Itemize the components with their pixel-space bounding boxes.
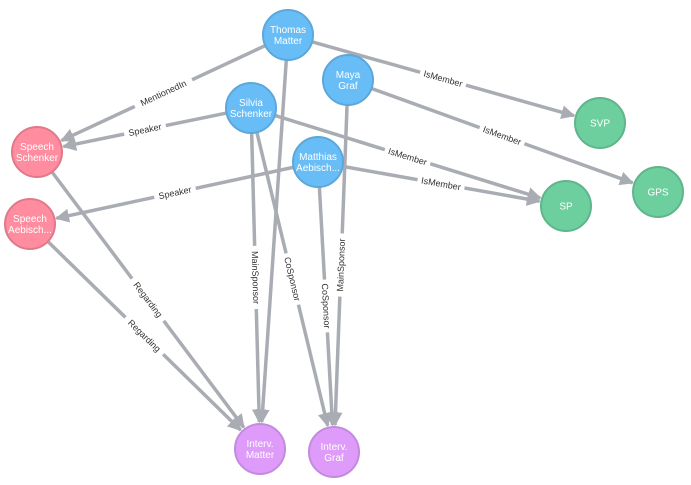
edge-label-background (121, 313, 168, 359)
edge-label-group: Speaker (152, 182, 197, 204)
node-speech-aebischer[interactable]: SpeechAebisch... (4, 198, 56, 250)
node-circle[interactable] (574, 97, 626, 149)
node-circle[interactable] (11, 126, 63, 178)
edge-label: IsMember (422, 68, 463, 88)
node-circle[interactable] (262, 9, 314, 61)
edge-label-group: IsMember (418, 66, 468, 91)
node-circle[interactable] (292, 136, 344, 188)
edge-label-background (333, 233, 349, 297)
edge-label-group: Speaker (123, 119, 167, 140)
edge-label-group: CoSponsor (318, 279, 334, 333)
edge-thomas-interv_matter[interactable] (255, 59, 289, 424)
edge-label-background (132, 74, 195, 112)
node-matthias[interactable]: MatthiasAebisch... (292, 136, 344, 188)
edge-label-group: IsMember (416, 173, 466, 194)
edge-label-background (152, 182, 197, 204)
edge-label-group: MainSponsor (248, 245, 263, 310)
edge-label: MainSponsor (250, 251, 261, 304)
node-circle[interactable] (234, 423, 286, 475)
edge-label: IsMember (482, 124, 523, 147)
node-circle[interactable] (308, 426, 360, 478)
node-gps[interactable]: GPS (632, 166, 684, 218)
edge-label-group: MainSponsor (333, 233, 349, 297)
edge-label-background (123, 119, 167, 140)
node-circle[interactable] (225, 82, 277, 134)
edge-label-background (418, 66, 468, 91)
edge-label-group: CoSponsor (280, 251, 305, 307)
edge-label-background (477, 121, 527, 150)
edge-label-group: IsMember (477, 121, 527, 150)
node-sp[interactable]: SP (540, 180, 592, 232)
node-circle[interactable] (322, 54, 374, 106)
edge-label: MainSponsor (335, 238, 347, 291)
edge-label: Regarding (126, 318, 163, 354)
edge-label-background (318, 279, 334, 333)
node-interv-matter[interactable]: Interv.Matter (234, 423, 286, 475)
edge-label: CoSponsor (282, 256, 302, 302)
edge-label: Regarding (131, 280, 164, 319)
node-svp[interactable]: SVP (574, 97, 626, 149)
node-interv-graf[interactable]: Interv.Graf (308, 426, 360, 478)
node-circle[interactable] (540, 180, 592, 232)
node-circle[interactable] (632, 166, 684, 218)
edge-label: CoSponsor (320, 283, 332, 329)
edge-label-group: MentionedIn (132, 74, 195, 112)
edge-label-group: IsMember (383, 143, 433, 170)
node-circle[interactable] (4, 198, 56, 250)
edge-label: IsMember (387, 146, 428, 167)
edge-label: MentionedIn (139, 78, 188, 108)
edge-label-background (280, 251, 305, 307)
edge-label-background (248, 245, 263, 310)
edge-label-background (127, 274, 169, 325)
edge-label-background (416, 173, 466, 194)
edge-label-background (383, 143, 433, 170)
